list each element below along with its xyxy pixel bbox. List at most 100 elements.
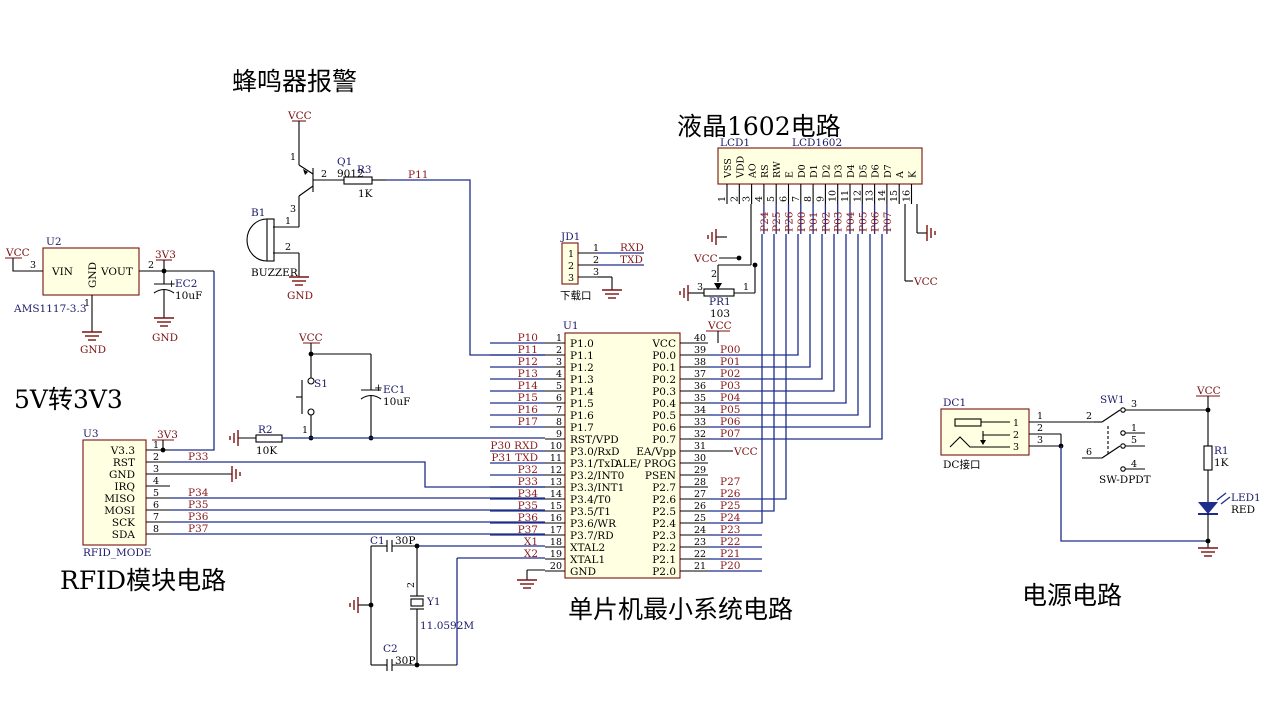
lcd-pin-number: 13 — [865, 190, 876, 202]
pin-name: P2.5 — [652, 506, 676, 518]
pot-pin-3: 3 — [697, 282, 703, 293]
rfid-pin-name: IRQ — [114, 481, 135, 493]
lcd-pin-number: 12 — [852, 190, 863, 202]
u2-pin-vout: 2 — [148, 260, 154, 271]
net-label: P11 — [518, 344, 538, 356]
rfid-pin-name: SCK — [112, 517, 135, 529]
pin-name: P3.2/INT0 — [570, 470, 624, 482]
b1-ref: B1 — [251, 207, 265, 219]
pin-name: VCC — [651, 338, 676, 350]
net-label: P23 — [720, 524, 740, 536]
pin-number: 18 — [550, 537, 562, 548]
pin-number: 34 — [694, 405, 706, 416]
pin-name: P3.6/WR — [570, 518, 617, 530]
pin-number: 15 — [550, 501, 562, 512]
lcd-part: LCD1602 — [792, 137, 842, 149]
pin-number: 11 — [550, 453, 562, 464]
pin-name: P1.4 — [570, 386, 594, 398]
pin-name: P2.2 — [652, 542, 676, 554]
sw1-pin-1: 1 — [1131, 423, 1137, 434]
pin-name: P1.7 — [570, 422, 594, 434]
s1-ref: S1 — [314, 378, 328, 390]
sw1-pin-2: 2 — [1086, 411, 1092, 422]
pin-number: 31 — [694, 441, 706, 452]
lcd-pin-number: 14 — [877, 190, 888, 202]
pin-name: P3.7/RD — [570, 530, 614, 542]
lcd-pin-number: 9 — [815, 196, 826, 202]
lcd-pin-name: RW — [772, 161, 783, 178]
pin-number: 6 — [556, 393, 562, 404]
u3-3v3: 3V3 — [157, 429, 178, 441]
net-label: X2 — [524, 548, 538, 560]
lcd-pin-number: 5 — [766, 196, 777, 202]
net-label: P22 — [720, 536, 740, 548]
lcd-pin-number: 8 — [803, 196, 814, 202]
u3-gnd-symbol — [231, 466, 241, 482]
pin-number: 27 — [694, 489, 706, 500]
u2-vout: VOUT — [100, 266, 133, 278]
lcd-vdd-vcc: VCC — [693, 253, 718, 265]
jd1-pin-3: 3 — [593, 267, 599, 278]
lcd-ref: LCD1 — [720, 137, 750, 149]
lcd-bus-wires — [708, 234, 883, 524]
lcd-pin-number: 6 — [779, 196, 790, 202]
pin-name: P2.1 — [652, 554, 676, 566]
buzzer-vcc: VCC — [287, 110, 312, 122]
net-label: P13 — [518, 368, 538, 380]
u2-vin: VIN — [51, 266, 73, 278]
ec2-value: 10uF — [175, 290, 202, 302]
y1-pin-2: 2 — [406, 582, 417, 588]
jd1-label: 下载口 — [560, 290, 592, 302]
net-label: P33 — [518, 476, 538, 488]
pin-name: P3.0/RxD — [570, 446, 620, 458]
lcd-pin: AO3 — [742, 163, 759, 204]
dc1-out-3: 3 — [1037, 435, 1043, 446]
power-circuit: DC1 DC接口 1 2 3 1 2 3 SW1 SW-DPDT 2 3 1 — [940, 385, 1261, 557]
reset-circuit: VCC S1 1 + EC1 10uF R2 10K — [229, 332, 545, 457]
pin-name: P0.2 — [652, 374, 676, 386]
c2-value: 30P — [395, 655, 415, 667]
lcd-pin-name: D2 — [821, 164, 832, 178]
jd1-net-rxd: RXD — [620, 242, 644, 254]
r3-value: 1K — [358, 188, 373, 200]
pin-name: EA/Vpp — [636, 446, 676, 458]
lcd-pin-number: 2 — [729, 196, 740, 202]
jd1-connector: JD1 1 2 3 1 2 3 RXD TXD 下载口 — [560, 231, 644, 302]
ec2-gnd-symbol — [154, 317, 174, 327]
pin-number: 40 — [694, 333, 706, 344]
pin-name: XTAL1 — [570, 554, 605, 566]
lcd-pin-number: 16 — [902, 190, 913, 202]
r1-value: 1K — [1214, 457, 1229, 469]
net-label: P04 — [720, 392, 741, 404]
rfid-bus-wires: P33 P34 P35 P36 P37 — [170, 451, 545, 535]
u2-gnd: GND — [87, 262, 99, 288]
q1-pin-1: 1 — [290, 152, 296, 163]
pin-name: P3.1/TxD — [570, 458, 619, 470]
net-label: P37 — [518, 524, 538, 536]
lcd-pin-number: 11 — [840, 190, 851, 202]
lcd-net-label: P26 — [784, 211, 796, 232]
lcd-pin-number: 3 — [742, 196, 753, 202]
rfid-pin-number: 3 — [153, 464, 159, 475]
rfid-title: RFID模块电路 — [60, 566, 226, 595]
q1-ref: Q1 — [337, 156, 352, 168]
rfid-pin-number: 7 — [153, 512, 159, 523]
rfid-pin-name: V3.3 — [110, 445, 135, 457]
rfid-pin-name: RST — [113, 457, 135, 469]
r2-ref: R2 — [258, 424, 273, 436]
